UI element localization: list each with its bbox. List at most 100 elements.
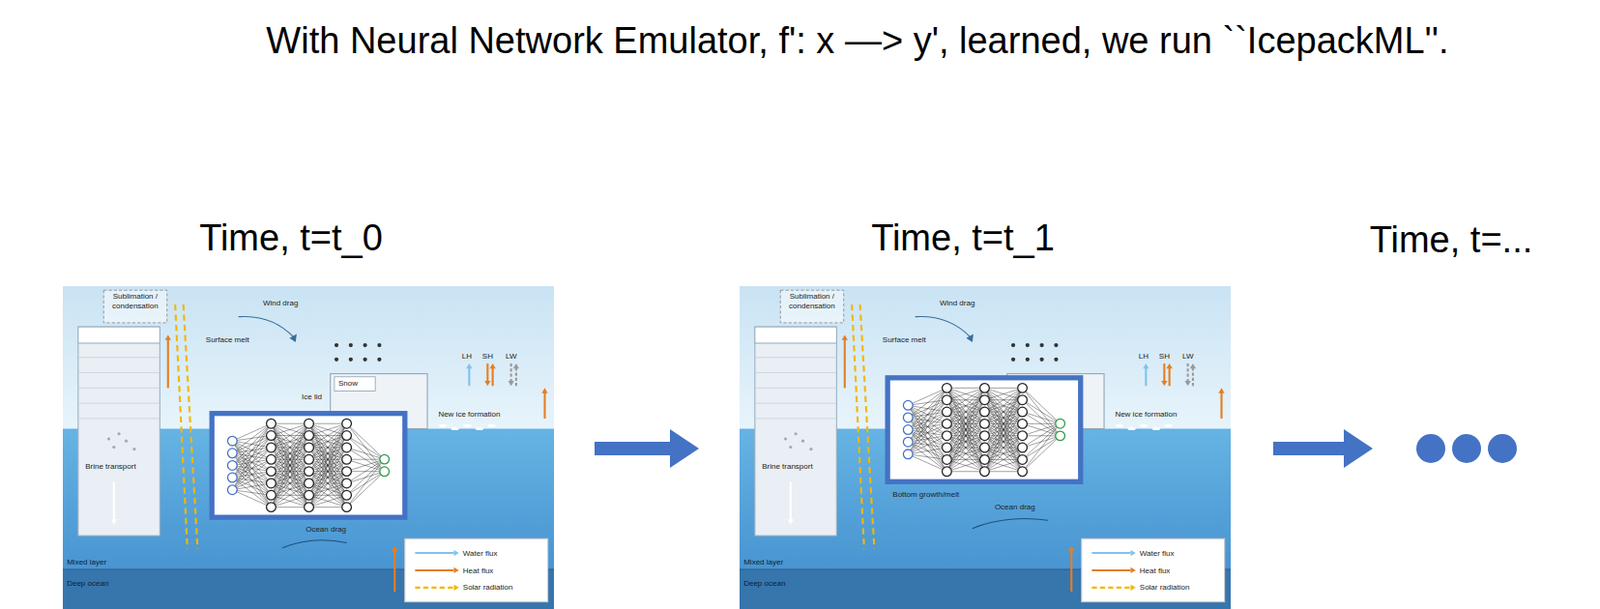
illustration-line — [309, 494, 348, 507]
illustration-label: Surface melt — [882, 335, 927, 346]
illustration-line — [270, 483, 309, 508]
illustration-line — [543, 392, 546, 419]
illustration-ellipse — [1139, 424, 1148, 428]
illustration-circle — [334, 357, 339, 362]
illustration-line — [270, 494, 309, 507]
illustration-line — [946, 423, 985, 471]
illustration-line — [309, 459, 348, 507]
illustration-line — [232, 453, 271, 484]
illustration-line — [270, 459, 309, 507]
illustration-circle — [1018, 419, 1028, 430]
illustration-circle — [379, 454, 390, 465]
illustration-line — [309, 483, 348, 508]
illustration-circle — [227, 485, 237, 495]
illustration-line — [907, 400, 947, 455]
illustration-line — [907, 430, 947, 472]
illustration-line — [1022, 411, 1061, 437]
illustration-line — [1163, 363, 1165, 382]
illustration-line — [347, 447, 385, 460]
illustration-path — [282, 540, 348, 549]
illustration-rect — [405, 538, 549, 602]
illustration-line — [907, 405, 947, 436]
illustration-polygon — [465, 363, 472, 369]
illustration-polygon — [1142, 363, 1149, 369]
sea-ice-illustration — [62, 286, 554, 609]
illustration-line — [946, 436, 985, 472]
illustration-circle — [1025, 357, 1030, 362]
illustration-circle — [1055, 418, 1066, 429]
illustration-line — [1091, 552, 1131, 554]
legend-label: Heat flux — [1139, 566, 1171, 577]
illustration-circle — [266, 418, 277, 429]
illustration-line — [1168, 367, 1171, 386]
illustration-circle — [304, 431, 315, 441]
illustration-line — [492, 367, 495, 386]
illustration-line — [946, 470, 985, 472]
illustration-line — [414, 586, 454, 589]
illustration-line — [309, 423, 348, 448]
illustration-rect — [1081, 538, 1225, 602]
illustration-circle — [304, 490, 315, 500]
illustration-label: Surface melt — [205, 335, 250, 346]
illustration-rect — [780, 290, 844, 323]
illustration-line — [946, 387, 985, 400]
illustration-label: Wind drag — [262, 298, 298, 309]
illustration-circle — [266, 466, 277, 477]
illustration-line — [347, 447, 385, 472]
illustration-line — [309, 494, 348, 507]
illustration-circle — [227, 461, 237, 471]
illustration-line — [78, 387, 160, 389]
illustration-line — [946, 387, 985, 448]
illustration-circle — [132, 447, 136, 451]
illustration-circle — [1025, 343, 1030, 348]
illustration-circle — [1018, 455, 1028, 466]
illustration-line — [270, 423, 309, 436]
illustration-line — [984, 387, 1022, 471]
illustration-line — [984, 387, 1022, 424]
illustration-line — [755, 356, 837, 358]
illustration-line — [755, 372, 837, 374]
illustration-circle — [1040, 343, 1045, 348]
illustration-line — [1192, 367, 1194, 386]
illustration-line — [946, 411, 985, 472]
illustration-circle — [902, 412, 913, 423]
illustration-line — [984, 387, 1022, 412]
illustration-label: Wind drag — [939, 298, 975, 309]
illustration-path — [238, 316, 294, 337]
illustration-line — [946, 387, 985, 460]
illustration-line — [946, 411, 985, 472]
illustration-line — [1220, 392, 1222, 419]
illustration-circle — [342, 442, 352, 453]
illustration-circle — [942, 442, 953, 453]
illustration-line — [232, 483, 271, 491]
illustration-polygon — [1130, 550, 1135, 556]
illustration-rect — [78, 326, 160, 536]
illustration-line — [347, 459, 385, 461]
illustration-circle — [266, 431, 277, 441]
illustration-line — [347, 423, 385, 460]
illustration-line — [984, 387, 1022, 436]
illustration-polygon — [507, 380, 514, 386]
time-heading: Time, t=t_1 — [739, 216, 1187, 260]
illustration-line — [1022, 400, 1061, 437]
illustration-line — [270, 423, 309, 436]
illustration-line — [183, 304, 199, 550]
illustration-ellipse — [1115, 424, 1124, 428]
illustration-line — [984, 423, 1022, 471]
illustration-circle — [379, 466, 390, 477]
illustration-line — [174, 304, 188, 550]
illustration-line — [984, 411, 1022, 472]
illustration-line — [984, 387, 1022, 436]
illustration-circle — [1018, 407, 1028, 417]
illustration-line — [270, 471, 309, 508]
illustration-line — [1022, 411, 1061, 424]
illustration-line — [270, 423, 309, 507]
illustration-line — [232, 490, 271, 508]
illustration-line — [393, 550, 396, 592]
illustration-line — [309, 447, 348, 508]
illustration-line — [232, 440, 271, 471]
illustration-line — [1022, 436, 1061, 472]
illustration-line — [946, 387, 985, 412]
illustration-circle — [124, 439, 128, 443]
illustration-line — [486, 363, 489, 382]
